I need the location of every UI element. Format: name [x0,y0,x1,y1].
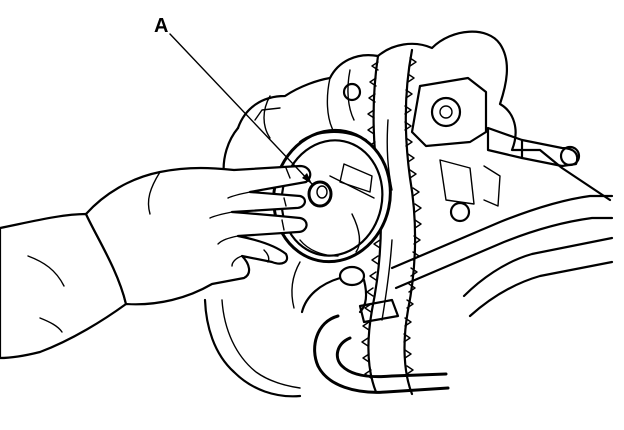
drive-belt [361,48,422,396]
engine-body [203,30,612,398]
callout-a-leader-line [169,33,313,185]
callout-a-arrowhead [302,173,312,184]
o-ring [307,180,333,208]
callout-a: A [154,15,313,185]
callout-a-label: A [154,15,168,37]
hand [0,164,312,360]
hose [291,194,614,394]
